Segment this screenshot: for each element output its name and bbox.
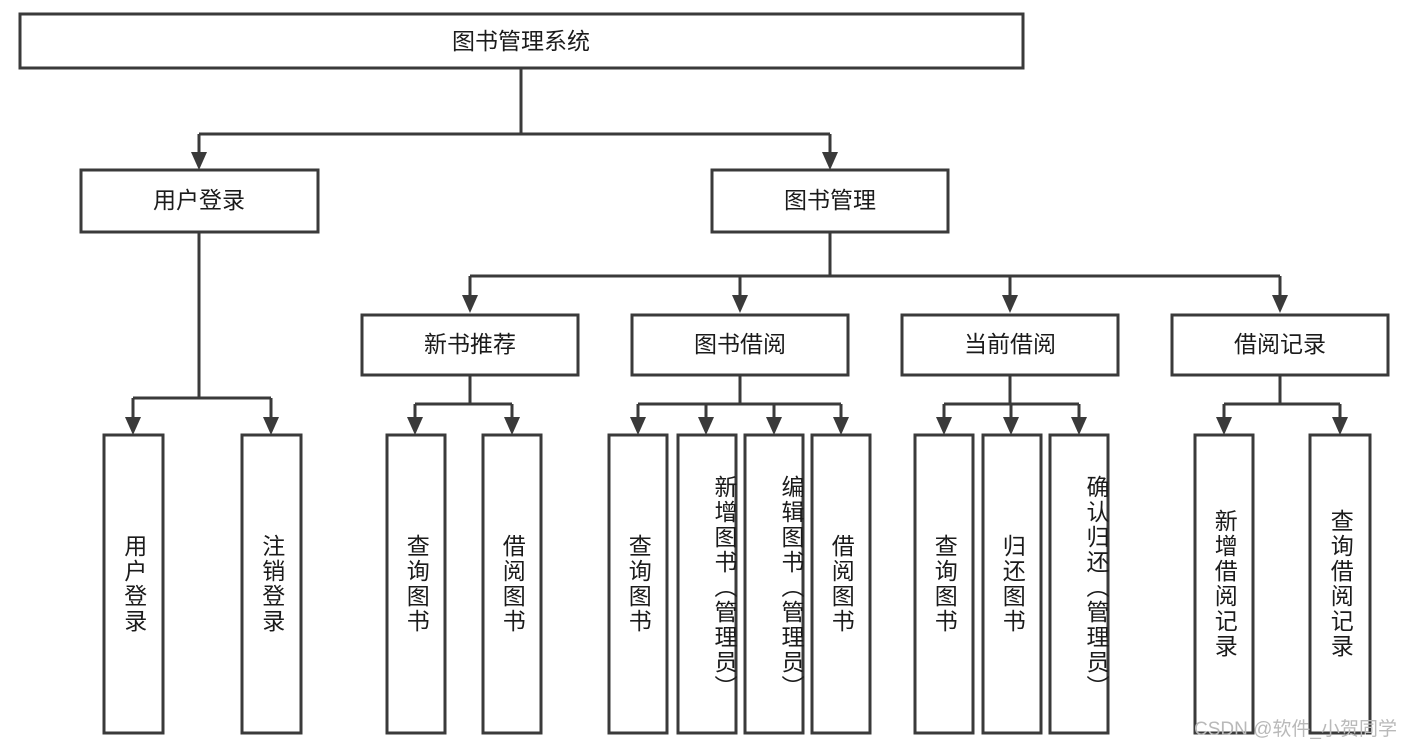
edges-borrow-record-to-leaves: [1216, 375, 1348, 435]
leaf-box-borrow-book-2[interactable]: [810, 433, 872, 735]
leaf-box-query-book-2[interactable]: [607, 433, 669, 735]
leaf-box-borrow-book-1[interactable]: [481, 433, 543, 735]
node-user-login-label: 用户登录: [153, 187, 245, 213]
leaf-box-user-login[interactable]: [102, 433, 165, 735]
edges-user-login-to-leaves: [125, 232, 279, 435]
leaf-box-edit-book-admin[interactable]: [743, 433, 805, 735]
edges-current-borrow-to-leaves: [936, 375, 1087, 435]
node-book-management-label: 图书管理: [784, 187, 876, 213]
leaf-box-return-book[interactable]: [981, 433, 1043, 735]
node-borrow-record-label: 借阅记录: [1234, 331, 1326, 357]
node-root-label: 图书管理系统: [452, 28, 590, 54]
node-borrow-record[interactable]: 借阅记录: [1170, 313, 1390, 377]
watermark-text: CSDN @软件_小贺同学: [1194, 719, 1397, 740]
leaf-box-logout[interactable]: [240, 433, 303, 735]
leaf-box-confirm-return[interactable]: [1048, 433, 1110, 735]
leaf-box-add-book-admin[interactable]: [676, 433, 738, 735]
leaf-box-add-record[interactable]: [1193, 433, 1255, 735]
leaf-box-query-book-3[interactable]: [913, 433, 975, 735]
leaf-box-query-book-1[interactable]: [385, 433, 447, 735]
node-root[interactable]: 图书管理系统: [18, 12, 1025, 70]
node-book-borrow[interactable]: 图书借阅: [630, 313, 850, 377]
node-book-borrow-label: 图书借阅: [694, 331, 786, 357]
node-current-borrow[interactable]: 当前借阅: [900, 313, 1120, 377]
node-new-book-recommend-label: 新书推荐: [424, 331, 516, 357]
node-user-login[interactable]: 用户登录: [79, 168, 320, 234]
edges-new-book-to-leaves: [407, 375, 520, 435]
node-current-borrow-label: 当前借阅: [964, 331, 1056, 357]
edges-level2-to-level3: [462, 232, 1288, 313]
node-new-book-recommend[interactable]: 新书推荐: [360, 313, 580, 377]
node-book-management[interactable]: 图书管理: [710, 168, 950, 234]
leaf-box-query-record[interactable]: [1308, 433, 1372, 735]
leaf-boxes: [102, 433, 1372, 735]
edges-root-to-level2: [191, 68, 838, 170]
edges-borrow-to-leaves: [630, 375, 849, 435]
